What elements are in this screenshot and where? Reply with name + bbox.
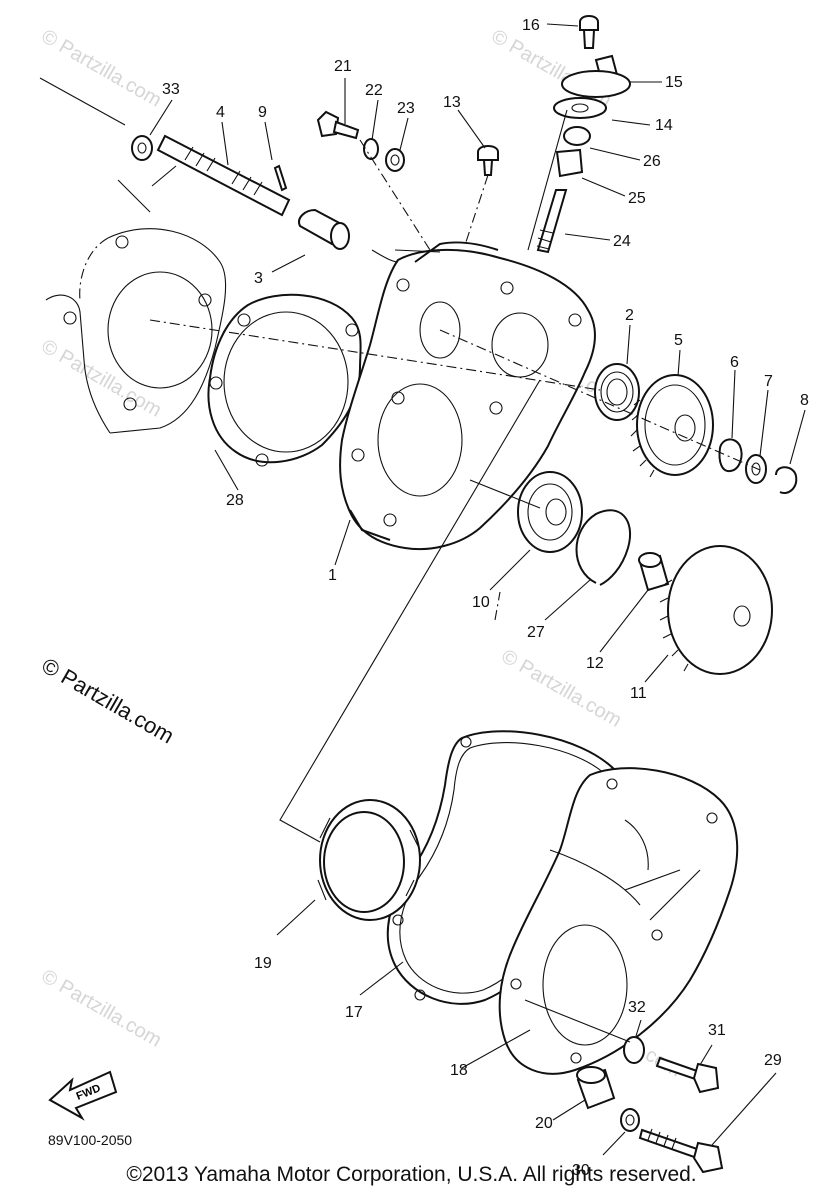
label-part-6[interactable]: 6 (730, 354, 739, 371)
screw-13 (464, 145, 499, 246)
label-part-3[interactable]: 3 (254, 270, 263, 287)
label-part-4[interactable]: 4 (216, 104, 225, 121)
label-part-5[interactable]: 5 (674, 332, 683, 349)
part-labels: 33 4 9 3 21 22 23 13 16 15 14 26 25 24 2… (162, 17, 809, 1179)
gasket-28 (207, 293, 362, 467)
label-part-30[interactable]: 30 (572, 1162, 590, 1179)
label-part-23[interactable]: 23 (397, 100, 415, 117)
label-part-26[interactable]: 26 (643, 153, 661, 170)
pump-cover-18 (498, 767, 739, 1075)
watermark-faint: © Partzilla.com (38, 965, 166, 1051)
label-part-7[interactable]: 7 (764, 373, 773, 390)
label-part-10[interactable]: 10 (472, 594, 490, 611)
label-part-32[interactable]: 32 (628, 999, 646, 1016)
label-part-12[interactable]: 12 (586, 655, 604, 672)
label-part-14[interactable]: 14 (655, 117, 673, 134)
shaft-parts (131, 134, 350, 250)
label-part-18[interactable]: 18 (450, 1062, 468, 1079)
watermark-faint: © Partzilla.com (488, 25, 616, 111)
bolt-21-set (316, 110, 431, 251)
label-part-24[interactable]: 24 (613, 233, 631, 250)
copyright-footer: ©2013 Yamaha Motor Corporation, U.S.A. A… (126, 1163, 697, 1186)
bearing-2 (594, 363, 640, 421)
pump-housing-1 (339, 241, 596, 551)
label-part-17[interactable]: 17 (345, 1004, 363, 1021)
gear-11 (659, 545, 773, 675)
label-part-28[interactable]: 28 (226, 492, 244, 509)
label-part-9[interactable]: 9 (258, 104, 267, 121)
label-part-21[interactable]: 21 (334, 58, 352, 75)
fasteners-lower (524, 999, 724, 1174)
alignment-lines (149, 249, 761, 843)
label-part-33[interactable]: 33 (162, 81, 180, 98)
diagram-code: 89V100-2050 (48, 1132, 132, 1148)
label-part-13[interactable]: 13 (443, 94, 461, 111)
oil-seal-19 (317, 799, 421, 921)
gear-stack-top (527, 15, 631, 254)
label-part-15[interactable]: 15 (665, 74, 683, 91)
engine-case-outline (39, 77, 227, 434)
label-part-31[interactable]: 31 (708, 1022, 726, 1039)
label-part-8[interactable]: 8 (800, 392, 809, 409)
label-part-1[interactable]: 1 (328, 567, 337, 584)
label-part-29[interactable]: 29 (764, 1052, 782, 1069)
watermark-main: © Partzilla.com (38, 653, 179, 749)
label-part-25[interactable]: 25 (628, 190, 646, 207)
retainers-6-7-8 (718, 438, 798, 494)
label-part-20[interactable]: 20 (535, 1115, 553, 1132)
watermark-faint: © Partzilla.com (38, 335, 166, 421)
label-part-16[interactable]: 16 (522, 17, 540, 34)
bearing-10 (517, 471, 583, 553)
watermark-faint: © Partzilla.com (498, 645, 626, 731)
label-part-2[interactable]: 2 (625, 307, 634, 324)
label-part-19[interactable]: 19 (254, 955, 272, 972)
fwd-arrow-icon: FWD (48, 1070, 118, 1121)
label-part-11[interactable]: 11 (630, 685, 647, 702)
watermark-faint: © Partzilla.com (38, 25, 166, 111)
gear-5 (630, 374, 714, 478)
leader-lines (149, 23, 806, 1156)
circlip-27 (575, 509, 631, 586)
label-part-22[interactable]: 22 (365, 82, 383, 99)
label-part-27[interactable]: 27 (527, 624, 545, 641)
dowel-12 (638, 552, 670, 592)
